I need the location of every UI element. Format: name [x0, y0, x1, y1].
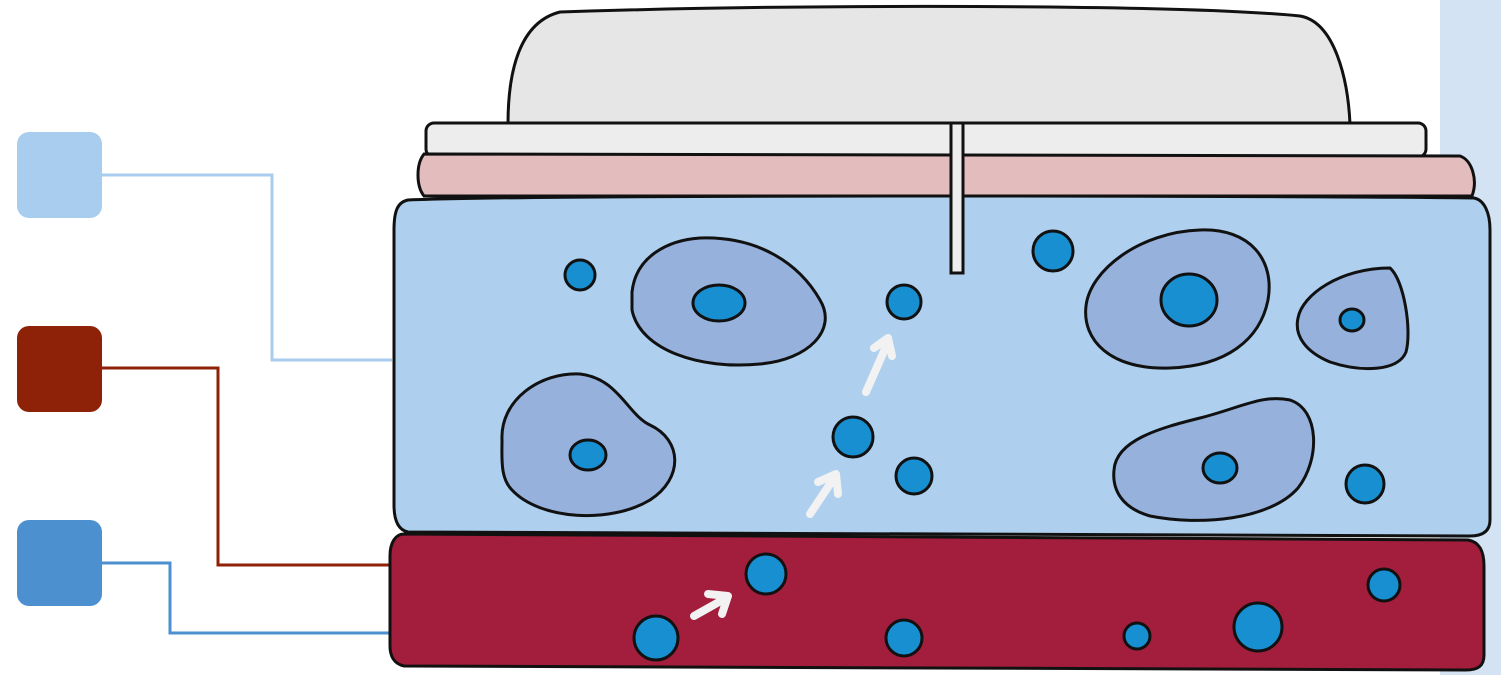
particle-icon: [1368, 569, 1400, 601]
cell-nucleus: [1340, 309, 1364, 331]
cell-nucleus: [1161, 274, 1217, 326]
particle-icon: [1124, 623, 1150, 649]
device-plate: [426, 123, 1426, 157]
particle-icon: [634, 616, 678, 660]
particle-icon: [1033, 231, 1073, 271]
particle-icon: [833, 417, 873, 457]
device-cap: [508, 6, 1350, 124]
probe-needle: [951, 123, 963, 273]
leader-line-vessel: [102, 368, 395, 565]
particle-icon: [887, 285, 921, 319]
particle-icon: [746, 554, 786, 594]
leader-line-interstitial: [102, 175, 392, 360]
particle-icon: [896, 458, 932, 494]
cell-nucleus: [693, 285, 745, 321]
vessel-layer: [390, 534, 1484, 670]
particle-icon: [565, 260, 595, 290]
skin-layer: [418, 154, 1474, 196]
particle-icon: [1234, 603, 1282, 651]
cell-nucleus: [1203, 453, 1237, 483]
particle-icon: [1346, 465, 1384, 503]
cell-nucleus: [570, 440, 606, 470]
particle-icon: [886, 620, 922, 656]
